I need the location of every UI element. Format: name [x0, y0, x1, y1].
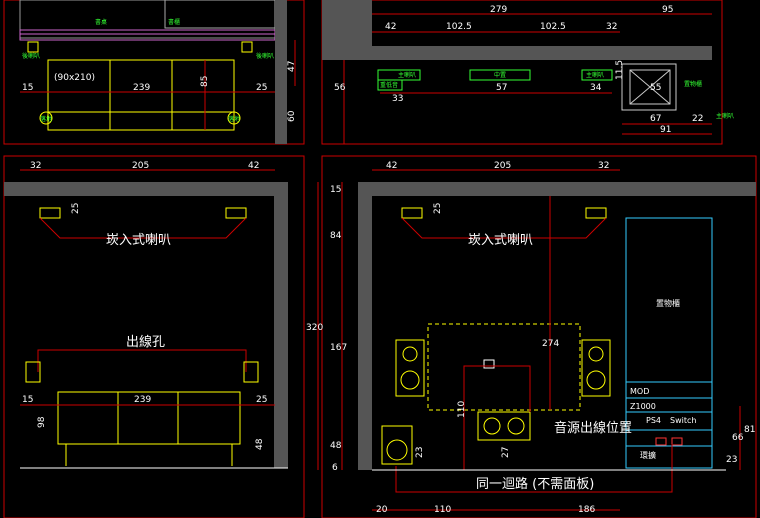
r-66: 66	[732, 433, 744, 443]
b-110: 110	[434, 505, 451, 515]
dim-34: 34	[590, 83, 602, 93]
dim-32: 32	[606, 22, 617, 32]
dim-110v: 110	[457, 401, 467, 418]
rear-speaker-left: 後喇叭	[22, 52, 40, 60]
dim-23: 23	[415, 447, 425, 458]
ceiling-speaker-label: 崁入式喇叭	[106, 233, 171, 248]
b-186: 186	[578, 505, 595, 515]
dim-239: 239	[134, 395, 151, 405]
desk-label: 書桌	[95, 18, 107, 26]
dim-239: 239	[133, 83, 150, 93]
dim-48: 48	[255, 438, 265, 450]
r-81: 81	[744, 425, 755, 435]
dim-27: 27	[501, 447, 511, 458]
outlet-label: 出線孔	[126, 334, 165, 350]
storage-cabinet-plan: 置物櫃	[684, 80, 702, 88]
dim-56: 56	[334, 83, 346, 93]
dim-205: 205	[494, 161, 511, 171]
dim-274: 274	[542, 339, 559, 349]
v-84: 84	[330, 231, 342, 241]
r-23: 23	[726, 455, 737, 465]
dim-60: 60	[287, 110, 297, 122]
dim-98: 98	[37, 416, 47, 428]
dim-25b: 25	[256, 395, 267, 405]
amp-label: 環擴	[640, 450, 656, 460]
dim-102-5a: 102.5	[446, 22, 472, 32]
elevation-tv-wall: 42 205 32 25 崁入式喇叭 15 84 320 167 48 6 27…	[306, 155, 757, 518]
dim-33: 33	[392, 94, 403, 104]
dim-205: 205	[132, 161, 149, 171]
dim-32: 32	[30, 161, 41, 171]
dim-57: 57	[496, 83, 507, 93]
z1000-label: Z1000	[630, 402, 656, 411]
main-speaker-left: 主喇叭	[398, 71, 416, 79]
floor-lamp-right: 落地	[228, 115, 240, 123]
subwoofer: 重低音	[380, 81, 398, 89]
dim-55: 55	[650, 83, 661, 93]
circuit-label: 同一迴路 (不需面板)	[476, 476, 594, 492]
dim-279: 279	[490, 5, 507, 15]
dim-32: 32	[598, 161, 609, 171]
dim-25: 25	[256, 83, 267, 93]
v-48: 48	[330, 441, 342, 451]
dim-15: 15	[22, 83, 33, 93]
main-speaker-side: 主喇叭	[716, 112, 734, 120]
plan-tv-wall: 279 95 42 102.5 102.5 32 56 主喇叭 中置 主喇叭 重…	[321, 0, 734, 145]
plan-living-room: 書桌 書櫃 47 60 後喇叭 後喇叭 (90x210) 15 239 25 8…	[3, 0, 305, 145]
dim-depth: 47	[287, 61, 297, 72]
dim-42: 42	[248, 161, 259, 171]
ceiling-speaker-label-r: 崁入式喇叭	[468, 233, 533, 248]
v-167: 167	[330, 343, 347, 353]
dim-11-5: 11.5	[615, 60, 625, 80]
dim-95: 95	[662, 5, 673, 15]
dim-67: 67	[650, 114, 661, 124]
rear-speaker-right: 後喇叭	[256, 52, 274, 60]
floor-lamp-left: 落地	[40, 115, 52, 123]
dim-25: 25	[71, 203, 81, 214]
dim-22: 22	[692, 114, 703, 124]
bookcase-label: 書櫃	[168, 18, 180, 26]
v-6: 6	[332, 463, 338, 473]
b-20: 20	[376, 505, 388, 515]
switch-label: Switch	[670, 416, 696, 425]
center-speaker: 中置	[494, 71, 506, 79]
dim-42: 42	[385, 22, 396, 32]
dim-15: 15	[22, 395, 33, 405]
v-15: 15	[330, 185, 341, 195]
mod-label: MOD	[630, 387, 649, 396]
sofa-size: (90x210)	[54, 73, 95, 83]
dim-42: 42	[386, 161, 397, 171]
dim-102-5b: 102.5	[540, 22, 566, 32]
elevation-sofa-wall: 32 205 42 25 崁入式喇叭 出線孔 15 239 25 98 48	[3, 155, 305, 518]
dim-91: 91	[660, 125, 671, 135]
source-outlet-label: 音源出線位置	[554, 420, 632, 436]
v-320: 320	[306, 323, 323, 333]
dim-85: 85	[200, 76, 210, 87]
main-speaker-right: 主喇叭	[586, 71, 604, 79]
ps4-label: PS4	[646, 416, 661, 425]
dim-25: 25	[433, 203, 443, 214]
storage-cabinet-label: 置物櫃	[656, 298, 680, 308]
